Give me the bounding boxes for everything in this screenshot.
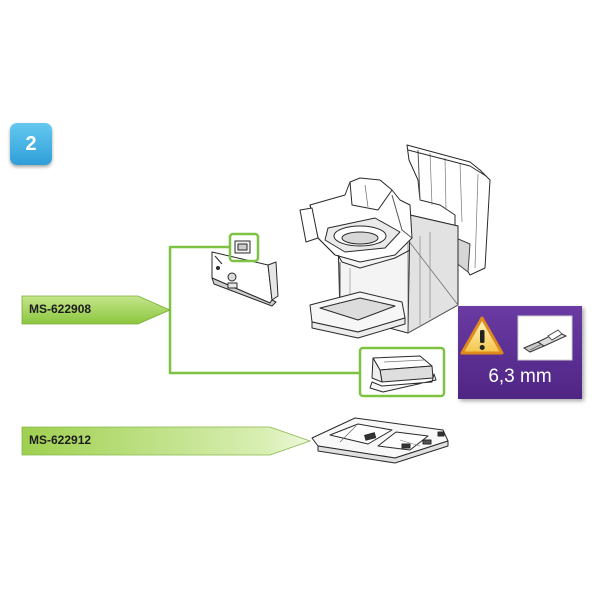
water-tank-part [369, 355, 437, 393]
part-number-label: MS-622908 [29, 302, 92, 316]
base-plate-part [311, 417, 449, 464]
step-number-badge: 2 [10, 123, 52, 165]
warning-triangle-icon [460, 316, 504, 355]
flat-connector-icon [517, 315, 573, 361]
part-tag-1 [21, 295, 171, 325]
warning-graphics [460, 315, 573, 361]
part-tag-2 [21, 426, 312, 456]
leader-line-switch [168, 245, 230, 310]
part-number-label: MS-622912 [29, 433, 92, 447]
connector-warning-box: 6,3 mm [458, 306, 582, 399]
connector-size-text: 6,3 mm [488, 366, 552, 387]
machine-housing-drawing [299, 144, 491, 339]
front-panel-part [211, 240, 279, 307]
leader-line-tank [168, 310, 360, 375]
highlight-leaders [168, 232, 446, 398]
